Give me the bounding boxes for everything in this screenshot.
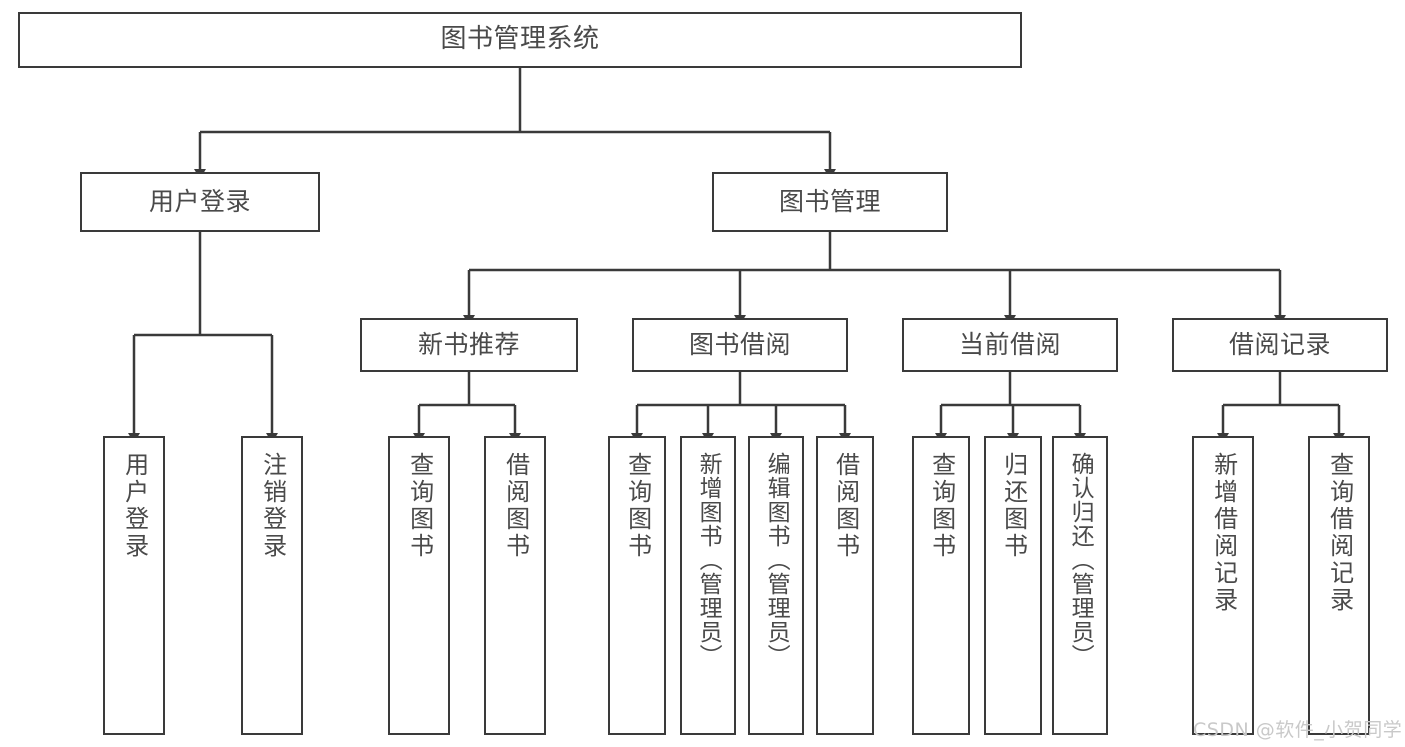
node-label: 注销登录 [258, 452, 287, 560]
node-new-book-rec: 新书推荐 [360, 318, 578, 372]
node-label: 新增借阅记录 [1209, 452, 1238, 614]
node-label: 查询图书 [405, 452, 434, 560]
node-leaf-query-book-2: 查询图书 [608, 436, 666, 735]
node-label: 新书推荐 [417, 330, 520, 359]
node-label: 查询借阅记录 [1325, 452, 1354, 614]
node-label: 查询图书 [927, 452, 956, 560]
node-leaf-add-book: 新增图书（管理员） [680, 436, 736, 735]
node-leaf-user-logout: 注销登录 [241, 436, 303, 735]
node-label: 图书借阅 [688, 330, 791, 359]
node-leaf-user-login: 用户登录 [103, 436, 165, 735]
node-current-borrow: 当前借阅 [902, 318, 1118, 372]
node-leaf-edit-book: 编辑图书（管理员） [748, 436, 804, 735]
node-label: 用户登录 [120, 452, 149, 560]
node-label: 借阅图书 [831, 452, 860, 560]
node-leaf-query-book-1: 查询图书 [388, 436, 450, 735]
node-book-manage: 图书管理 [712, 172, 948, 232]
node-label: 图书管理 [778, 187, 881, 216]
node-label: 新增图书（管理员） [695, 452, 722, 668]
node-label: 用户登录 [148, 187, 251, 216]
node-label: 编辑图书（管理员） [763, 452, 790, 668]
node-leaf-query-record: 查询借阅记录 [1308, 436, 1370, 735]
node-leaf-confirm-return: 确认归还（管理员） [1052, 436, 1108, 735]
node-leaf-add-record: 新增借阅记录 [1192, 436, 1254, 735]
node-user-login: 用户登录 [80, 172, 320, 232]
node-label: 查询图书 [623, 452, 652, 560]
node-label: 借阅图书 [501, 452, 530, 560]
node-leaf-return-book: 归还图书 [984, 436, 1042, 735]
node-borrow-record: 借阅记录 [1172, 318, 1388, 372]
node-label: 确认归还（管理员） [1067, 452, 1094, 668]
node-label: 当前借阅 [958, 330, 1061, 359]
node-label: 借阅记录 [1228, 330, 1331, 359]
node-label: 归还图书 [999, 452, 1028, 560]
node-leaf-query-book-3: 查询图书 [912, 436, 970, 735]
node-book-borrow: 图书借阅 [632, 318, 848, 372]
node-root: 图书管理系统 [18, 12, 1022, 68]
csdn-watermark: CSDN @软件_小贺同学 [1193, 719, 1403, 741]
node-leaf-borrow-book-2: 借阅图书 [816, 436, 874, 735]
node-label: 图书管理系统 [440, 24, 600, 55]
node-leaf-borrow-book-1: 借阅图书 [484, 436, 546, 735]
